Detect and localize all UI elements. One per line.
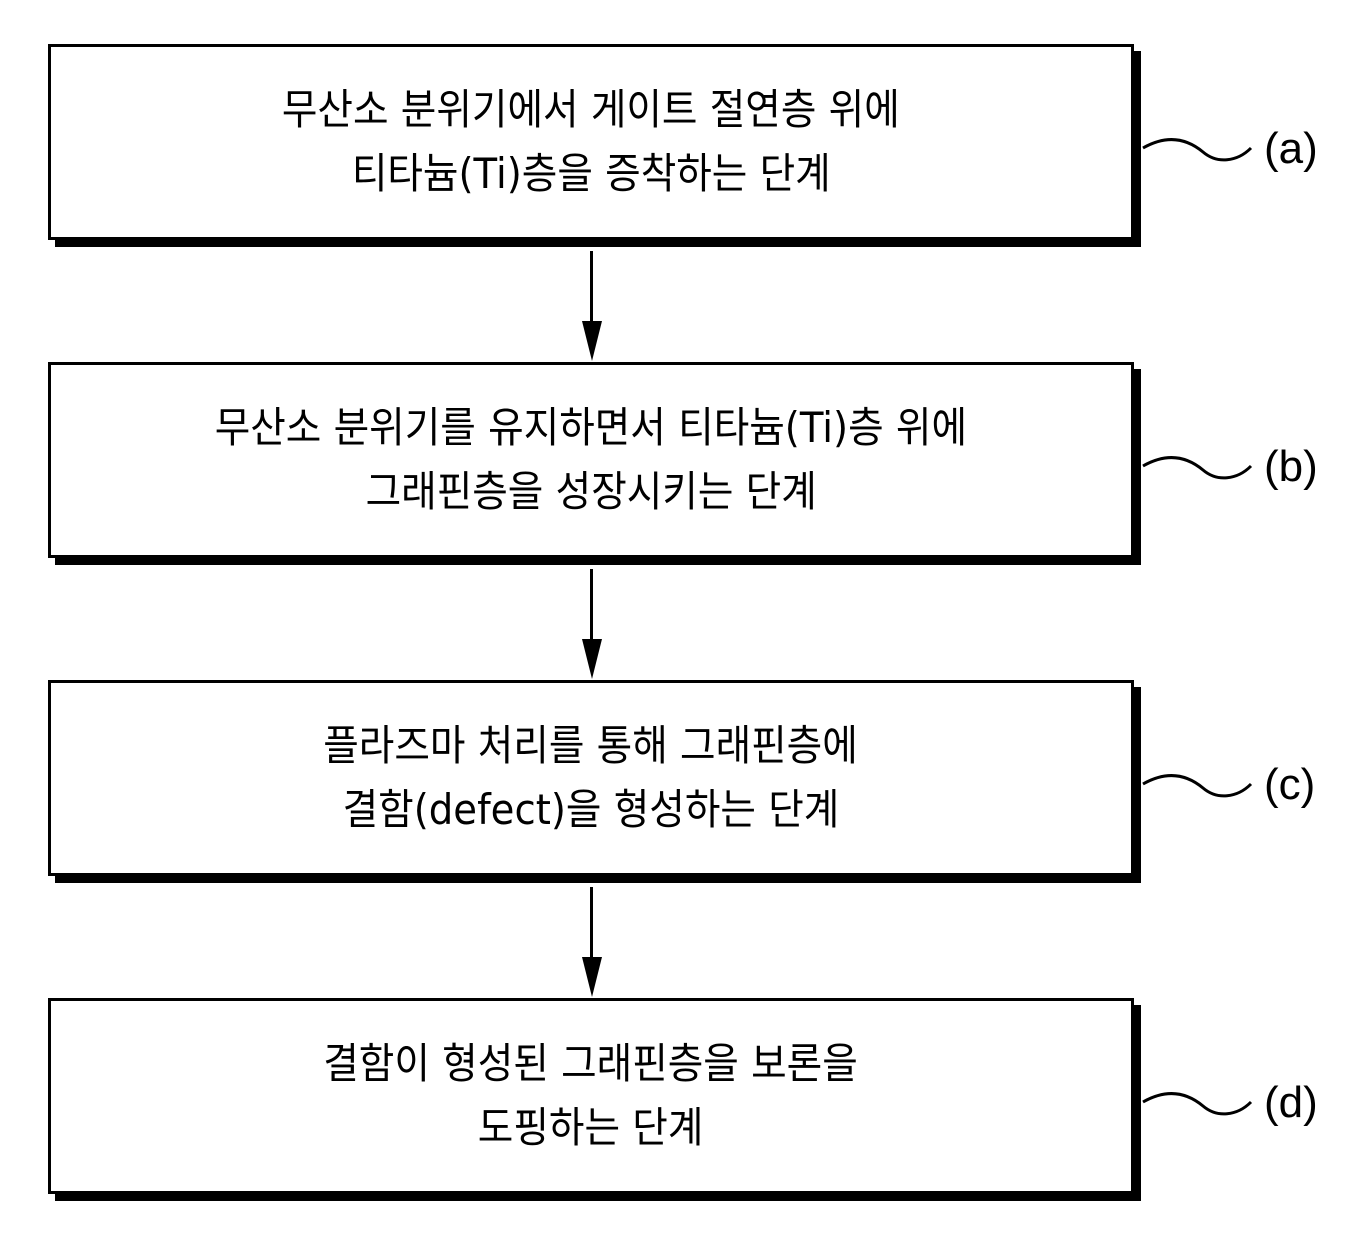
leader-line-c [1142, 774, 1253, 798]
step-label-d: (d) [1264, 1078, 1318, 1127]
step-b-line-1: 무산소 분위기를 유지하면서 티타늄(Ti)층 위에 [214, 403, 968, 452]
arrow-shaft [590, 569, 593, 644]
step-box-a: 무산소 분위기에서 게이트 절연층 위에 티타늄(Ti)층을 증착하는 단계 [48, 44, 1134, 240]
arrow-c-to-d [582, 887, 602, 997]
arrow-shaft [590, 251, 593, 326]
step-d-line-2: 도핑하는 단계 [478, 1103, 704, 1152]
step-label-a: (a) [1264, 124, 1318, 173]
arrow-head-icon [582, 639, 602, 679]
step-box-b: 무산소 분위기를 유지하면서 티타늄(Ti)층 위에 그래핀층을 성장시키는 단… [48, 362, 1134, 558]
step-c-line-2: 결함(defect)을 형성하는 단계 [342, 785, 840, 834]
arrow-shaft [590, 887, 593, 962]
step-label-b: (b) [1264, 442, 1318, 491]
step-b-line-2: 그래핀층을 성장시키는 단계 [365, 467, 817, 516]
step-a-line-1: 무산소 분위기에서 게이트 절연층 위에 [282, 85, 900, 134]
step-a-line-2: 티타늄(Ti)층을 증착하는 단계 [351, 149, 831, 198]
step-label-c: (c) [1264, 760, 1316, 809]
step-box-c: 플라즈마 처리를 통해 그래핀층에 결함(defect)을 형성하는 단계 [48, 680, 1134, 876]
step-c-line-1: 플라즈마 처리를 통해 그래핀층에 [323, 721, 859, 770]
arrow-head-icon [582, 321, 602, 361]
step-box-d: 결함이 형성된 그래핀층을 보론을 도핑하는 단계 [48, 998, 1134, 1194]
leader-line-b [1142, 456, 1253, 480]
leader-line-a [1142, 138, 1253, 162]
step-d-line-1: 결함이 형성된 그래핀층을 보론을 [323, 1039, 859, 1088]
arrow-a-to-b [582, 251, 602, 361]
leader-line-d [1142, 1092, 1253, 1116]
arrow-head-icon [582, 957, 602, 997]
arrow-b-to-c [582, 569, 602, 679]
